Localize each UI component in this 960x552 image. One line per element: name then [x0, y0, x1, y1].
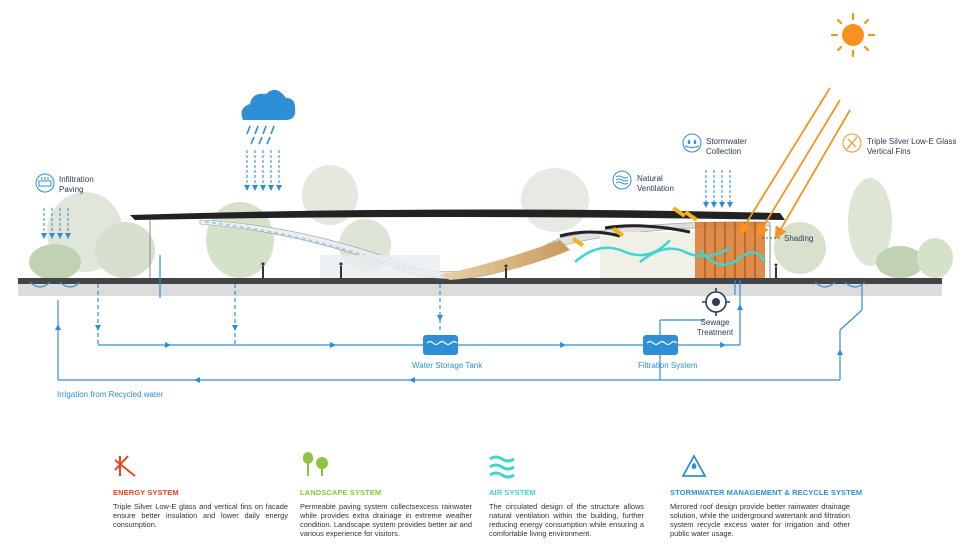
infiltration-paving-label: Infiltration Paving [59, 175, 94, 194]
filtration-system-label: Filtration System [638, 361, 698, 370]
shading-label: Shading [784, 234, 814, 243]
sun-rays [738, 87, 851, 240]
landscape-system-description: Permeable paving system collectsexcess r… [300, 502, 472, 538]
energy-system-description: Triple Silver Low-E glass and vertical f… [113, 502, 288, 529]
energy-system-title: ENERGY SYSTEM [113, 488, 179, 497]
soakaway-drains [29, 281, 866, 288]
pipe-flow-arrows [55, 304, 843, 383]
infiltration-paving-icon [35, 173, 55, 193]
landscape-system-title: LANDSCAPE SYSTEM [300, 488, 382, 497]
stormwater-collection-icon [682, 133, 702, 153]
water-storage-tank-label: Water Storage Tank [412, 361, 483, 370]
air-system-title: AIR SYSTEM [489, 488, 536, 497]
recycle-water-icon [681, 454, 707, 477]
sewage-treatment-icon [702, 288, 730, 316]
rain-cloud-icon [241, 89, 296, 145]
sewage-treatment-label: Sewage Treatment [696, 318, 734, 337]
stormwater-system-description: Mirrored roof design provide better rain… [670, 502, 850, 538]
water-storage-tank-icon [423, 335, 458, 355]
building-section [130, 206, 785, 280]
low-e-glass-label: Triple Silver Low-E Glass Vertical Fins [867, 137, 957, 156]
filtration-tank-icon [643, 335, 678, 355]
rainfall-arrows [41, 150, 733, 239]
air-system-description: The circulated design of the structure a… [489, 502, 644, 538]
irrigation-label: Irrigation from Recycled water [57, 390, 164, 399]
sun-icon [830, 12, 876, 58]
natural-ventilation-label: Natural Ventilation [637, 174, 674, 193]
natural-ventilation-icon [612, 170, 632, 190]
stormwater-system-title: STORMWATER MANAGEMENT & RECYCLE SYSTEM [670, 488, 863, 497]
vertical-fins-icon [114, 455, 136, 477]
air-flow [574, 239, 767, 267]
water-pipe-network [57, 255, 863, 381]
low-e-glass-fins-icon [842, 133, 862, 153]
air-waves-icon [489, 455, 515, 479]
trees-icon [303, 452, 328, 476]
people-figures [261, 262, 778, 278]
ground-section [18, 278, 942, 296]
stormwater-collection-label: Stormwater Collection [706, 137, 747, 156]
